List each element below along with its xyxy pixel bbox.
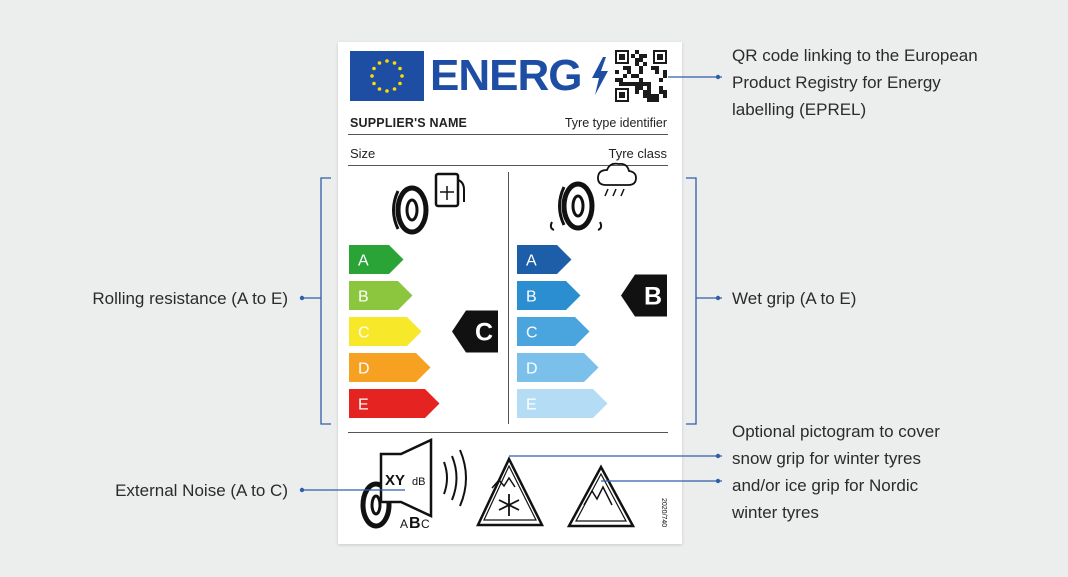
qr-annotation-line: QR code linking to the European [732,46,978,65]
tyre-wet-grip-icon [549,162,637,231]
fuel-bar-d [349,353,431,382]
qr-code-annotation: QR code linking to the European Product … [732,42,978,123]
fuel-bar-b [349,281,413,310]
pictogram-annotation-line: and/or ice grip for Nordic [732,476,919,495]
wet-bar-a [517,245,572,274]
eu-star-icon [372,81,376,86]
pictogram-annotation: Optional pictogram to cover snow grip fo… [732,418,940,526]
wet-selected-marker [621,274,667,317]
wet-bar-c [517,317,590,346]
pictogram-annotation-line: winter tyres [732,503,819,522]
pictogram-annotation-line: snow grip for winter tyres [732,449,921,468]
rolling-resistance-annotation: Rolling resistance (A to E) [92,289,288,308]
ice-mountain-icon [566,464,636,528]
snowflake-icon [498,494,520,516]
regulation-code: 2020/740 [660,498,667,527]
tyre-size: Size [350,146,376,161]
fuel-bar-a [349,245,404,274]
snowflake-mountain-icon [476,456,545,527]
eu-star-icon [392,87,397,91]
annotation-dots [299,74,721,493]
fuel-label-b: B [358,289,369,306]
wet-label-e: E [526,397,537,414]
pictogram-annotation-line: Optional pictogram to cover [732,422,940,441]
scale-divider [508,172,509,424]
qr-annotation-line: labelling (EPREL) [732,100,867,119]
qr-annotation-line: Product Registry for Energy [732,73,941,92]
tyre-type-identifier: Tyre type identifier [564,116,667,130]
wet-label-b: B [526,289,537,306]
noise-class-c: C [421,517,430,531]
wet-label-d: D [526,361,538,378]
fuel-bar-c [349,317,422,346]
eu-star-icon [377,87,382,91]
eu-star-icon [398,66,402,71]
header-divider [348,134,668,135]
tyre-fuel-icon [392,172,465,235]
eu-star-icon [377,61,382,65]
noise-class-b: B [409,515,421,532]
wet-bar-d [517,353,599,382]
wet-bar-e [517,389,608,418]
eu-star-icon [400,74,404,78]
qr-code-icon [615,50,667,102]
eu-star-icon [392,61,397,65]
eu-star-icon [385,59,389,63]
wet-grip-annotation: Wet grip (A to E) [732,289,857,308]
tyre-noise-icon: XY dB A B C [360,438,467,532]
size-divider [348,165,668,166]
wet-label-c: C [526,325,538,342]
fuel-label-e: E [358,397,369,414]
fuel-selected-marker [452,310,498,353]
fuel-label-c: C [358,325,370,342]
lightning-bolt-icon [592,57,608,95]
eu-flag-icon [350,51,424,101]
fuel-bar-e [349,389,440,418]
eu-star-icon [372,66,376,71]
wet-label-a: A [526,253,537,270]
noise-xy-value: XY [385,472,405,489]
wet-selected-class: B [644,283,662,311]
energy-title: ENERG [430,51,582,100]
noise-divider [348,432,668,433]
noise-class-a: A [400,517,408,531]
eu-star-icon [385,89,389,93]
noise-db-unit: dB [412,476,425,488]
tyre-class: Tyre class [608,146,667,161]
supplier-name: SUPPLIER'S NAME [350,116,468,130]
external-noise-annotation: External Noise (A to C) [115,481,288,500]
fuel-label-d: D [358,361,370,378]
fuel-label-a: A [358,253,369,270]
wet-bar-b [517,281,581,310]
eu-star-icon [398,81,402,86]
eu-star-icon [370,74,374,78]
fuel-selected-class: C [475,319,493,347]
